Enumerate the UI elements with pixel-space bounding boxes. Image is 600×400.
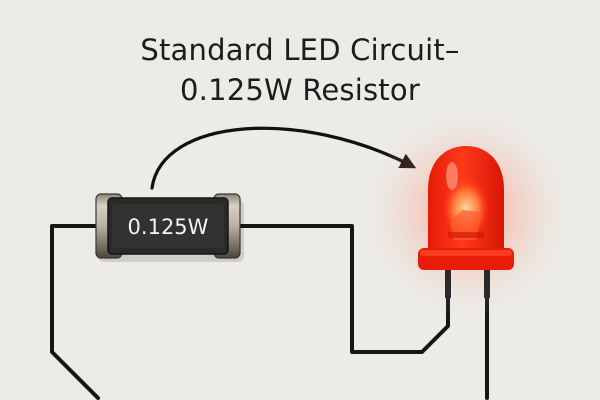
led: [358, 102, 578, 322]
resistor: 0.125W: [95, 193, 244, 262]
resistor-label: 0.125W: [128, 215, 209, 239]
led-leg-cathode: [484, 268, 490, 298]
flow-arrow: [150, 126, 417, 190]
diagram-title-line-2: 0.125W Resistor: [180, 73, 420, 107]
diagram-title-line-1: Standard LED Circuit–: [140, 33, 460, 67]
led-leg-anode: [445, 268, 451, 298]
wire-left-loop: [50, 224, 100, 400]
resistor-top-face: [112, 204, 224, 248]
led-highlight: [446, 162, 458, 190]
